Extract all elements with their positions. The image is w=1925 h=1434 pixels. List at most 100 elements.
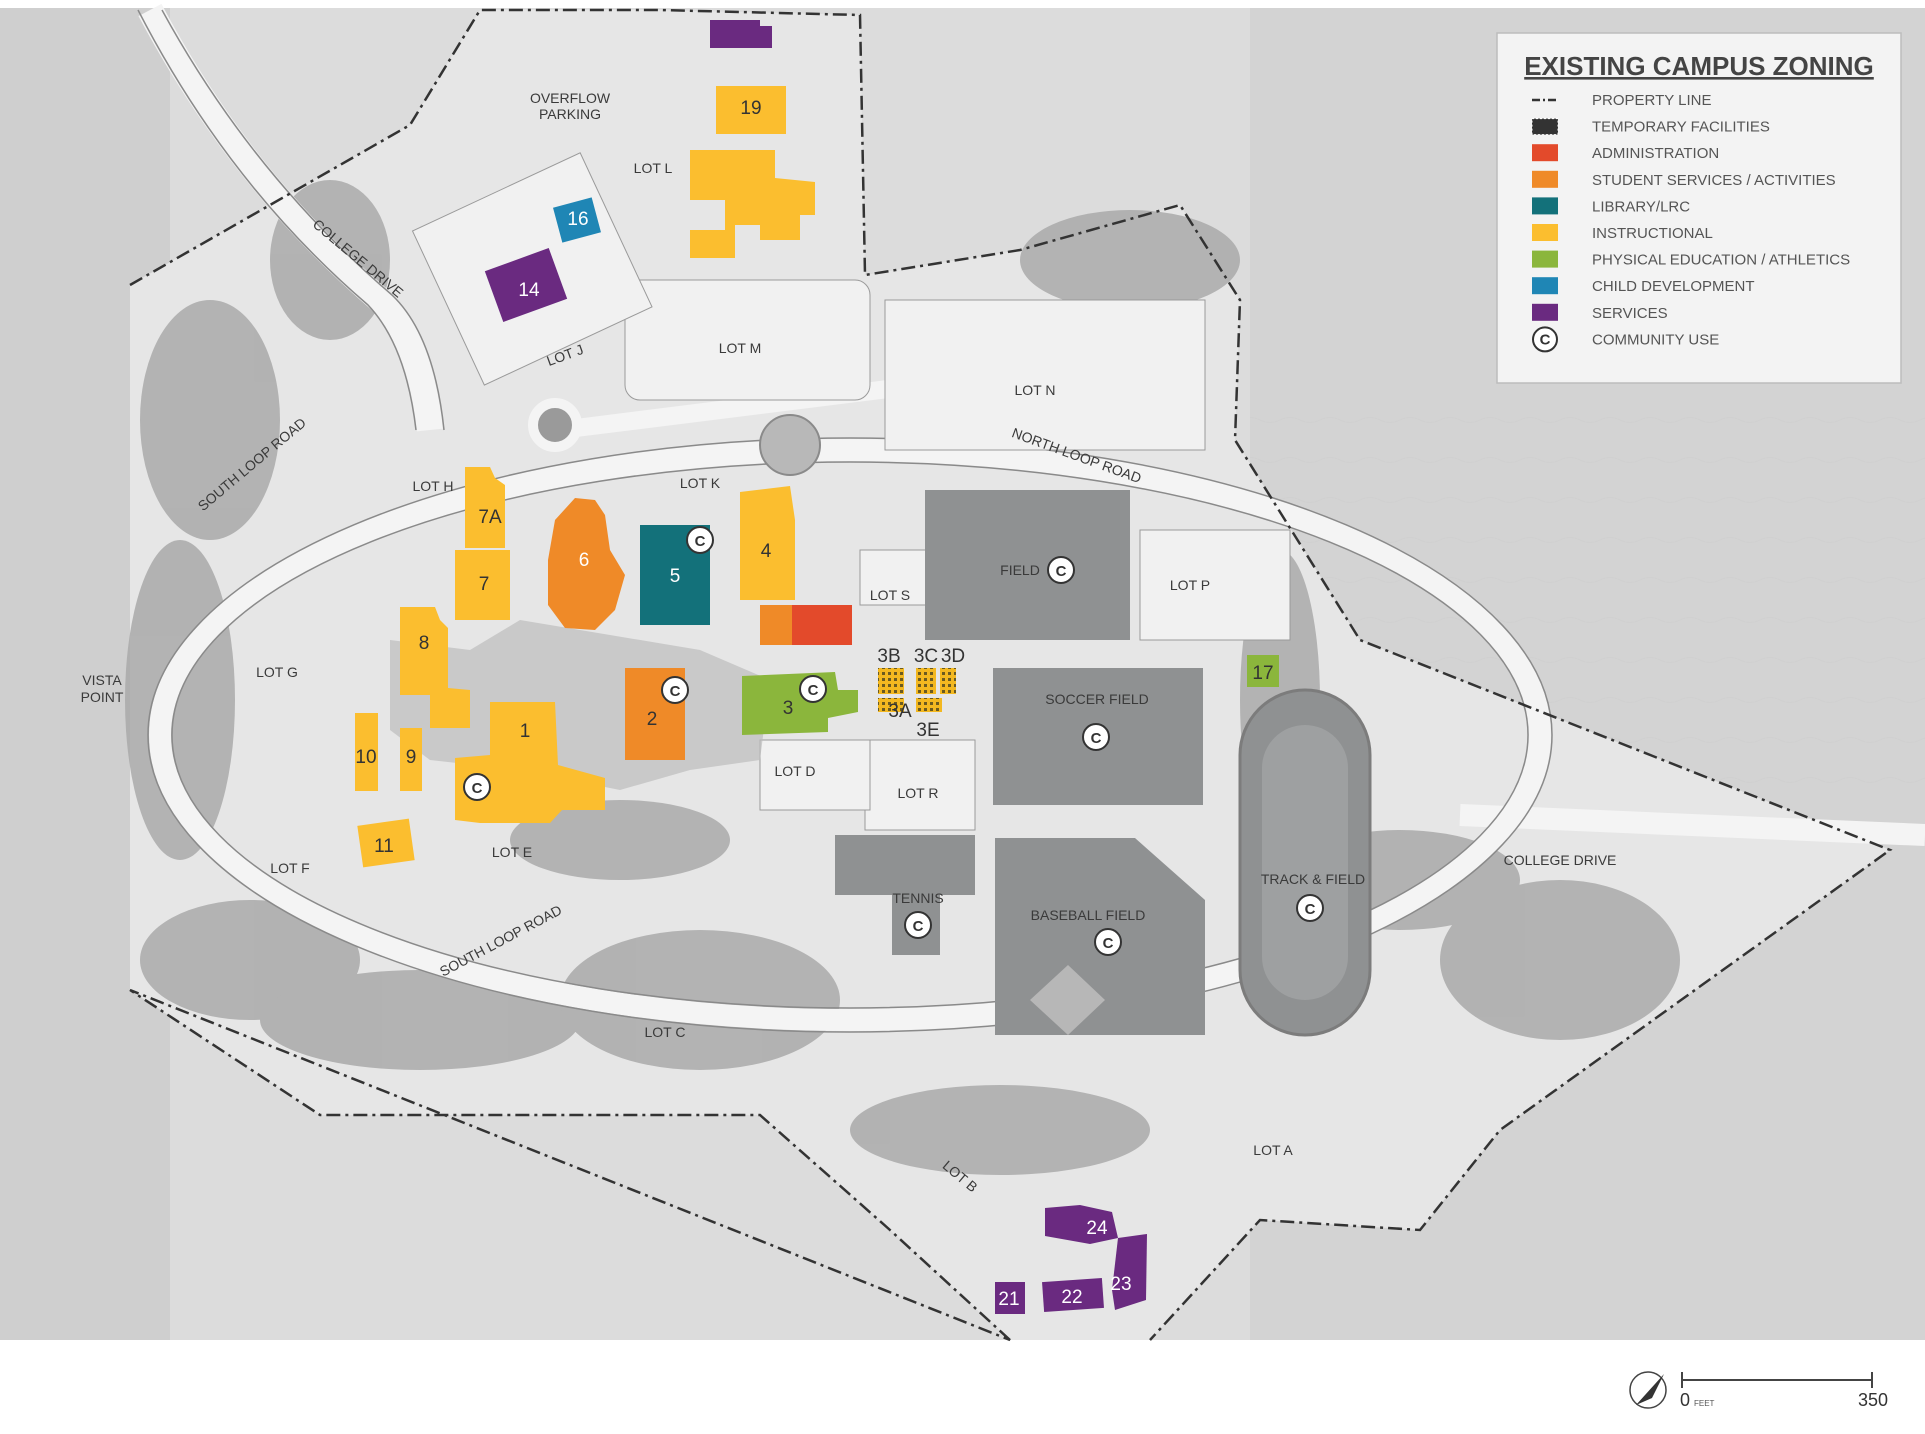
north-arrow-icon	[1629, 1371, 1667, 1409]
road-edges	[137, 9, 1553, 1033]
building-8-label: 8	[419, 633, 430, 654]
building-11[interactable]: 11	[357, 818, 415, 868]
community-use-soccer[interactable]: C	[1082, 723, 1110, 751]
building-17-label: 17	[1252, 663, 1273, 684]
temporary-3c[interactable]	[916, 668, 936, 694]
lot-m-label: LOT M	[719, 340, 762, 356]
building-1[interactable]: 1	[455, 702, 605, 823]
lot-g-label: LOT G	[256, 664, 298, 680]
lot-p-label: LOT P	[1170, 577, 1210, 593]
building-16[interactable]: 16	[553, 197, 601, 243]
vista-point-label-2: POINT	[81, 689, 124, 705]
legend-item-property-line: PROPERTY LINE	[1532, 92, 1712, 109]
legend-item-administration: ADMINISTRATION	[1532, 144, 1719, 162]
legend-symbol-icon	[1532, 197, 1558, 215]
building-23-label: 23	[1110, 1274, 1131, 1295]
building-24[interactable]: 24	[1045, 1205, 1118, 1244]
community-use-tennis[interactable]: C	[904, 911, 932, 939]
building-19-label: 19	[740, 98, 761, 119]
legend-items: PROPERTY LINE TEMPORARY FACILITIES ADMINIS…	[1531, 92, 1850, 353]
temporary-3e-label: 3E	[916, 720, 939, 741]
scale-start-label: 0	[1680, 1390, 1690, 1410]
legend-symbol-icon: C	[1532, 326, 1558, 353]
building-23[interactable]: 23	[1110, 1234, 1147, 1310]
building-21-label: 21	[998, 1289, 1019, 1310]
svg-text:C: C	[1540, 331, 1551, 348]
temporary-3d[interactable]	[940, 668, 956, 694]
community-use-markers: C C C C C C C C C	[463, 526, 1324, 956]
building-11-label: 11	[374, 836, 394, 857]
building-7-label: 7	[479, 574, 490, 595]
community-use-5[interactable]: C	[686, 526, 714, 554]
legend-label: TEMPORARY FACILITIES	[1592, 119, 1770, 136]
community-use-3[interactable]: C	[799, 675, 827, 703]
lot-c-label: LOT C	[645, 1024, 686, 1040]
building-2-label: 2	[647, 709, 658, 730]
property-line	[129, 8, 1893, 1342]
legend-symbol-icon	[1532, 170, 1558, 188]
overflow-parking-label-1: OVERFLOW	[530, 90, 611, 106]
building-6[interactable]: 6	[548, 498, 625, 630]
building-4[interactable]: 4	[740, 486, 795, 600]
building-16-label: 16	[567, 209, 588, 230]
building-10-label: 10	[355, 747, 376, 768]
community-use-soccer-symbol: C	[1091, 730, 1102, 747]
temporary-3b-label: 3B	[877, 646, 900, 667]
legend-label: ADMINISTRATION	[1592, 145, 1719, 162]
community-use-baseball[interactable]: C	[1094, 928, 1122, 956]
building-1-label: 1	[520, 721, 531, 742]
building-2[interactable]: 2	[625, 668, 685, 760]
lot-l-label: LOT L	[634, 160, 673, 176]
legend-background	[1496, 32, 1902, 384]
track-infield	[1262, 725, 1348, 1000]
building-17[interactable]: 17	[1247, 655, 1279, 687]
top-margin	[0, 0, 1925, 8]
community-use-1-symbol: C	[472, 780, 483, 797]
temporary-3b[interactable]	[878, 668, 904, 694]
community-use-track-symbol: C	[1305, 901, 1316, 918]
building-22[interactable]: 22	[1042, 1277, 1104, 1313]
building-9-label: 9	[406, 747, 417, 768]
plaza-circle	[759, 414, 821, 476]
building-10[interactable]: 10	[355, 713, 378, 791]
legend-item-child-development: CHILD DEVELOPMENT	[1532, 277, 1755, 295]
building-19[interactable]: 19	[690, 86, 815, 258]
building-7a-label: 7A	[478, 507, 502, 528]
community-use-baseball-symbol: C	[1103, 935, 1114, 952]
lot-e-label: LOT E	[492, 844, 532, 860]
legend-symbol-icon	[1532, 303, 1558, 321]
baseball-diamond	[1030, 965, 1105, 1035]
building-7[interactable]: 7	[455, 550, 510, 620]
soccer-field-label: SOCCER FIELD	[1045, 691, 1148, 707]
lot-s-label: LOT S	[870, 587, 910, 603]
building-21[interactable]: 21	[995, 1282, 1025, 1314]
building-24-label: 24	[1086, 1218, 1108, 1239]
legend-symbol-icon	[1532, 144, 1558, 162]
building-14-label: 14	[518, 280, 540, 301]
services-building-north	[710, 20, 760, 48]
building-7a[interactable]: 7A	[465, 467, 505, 548]
building-3[interactable]: 3	[742, 672, 858, 735]
overflow-parking-label-2: PARKING	[539, 106, 601, 122]
legend-label: STUDENT SERVICES / ACTIVITIES	[1592, 172, 1836, 189]
vista-point-label-1: VISTA	[82, 672, 122, 688]
scale-bar: 0 FEET 350	[1629, 1371, 1888, 1410]
community-use-1[interactable]: C	[463, 773, 491, 801]
building-8[interactable]: 8	[400, 607, 470, 728]
community-use-field[interactable]: C	[1047, 556, 1075, 584]
building-22-label: 22	[1061, 1287, 1082, 1308]
community-use-field-symbol: C	[1056, 563, 1067, 580]
community-use-track[interactable]: C	[1296, 894, 1324, 922]
legend-item-library-lrc: LIBRARY/LRC	[1532, 197, 1690, 215]
community-use-tennis-symbol: C	[913, 918, 924, 935]
lot-d-label: LOT D	[775, 763, 816, 779]
college-drive-label-east: COLLEGE DRIVE	[1504, 852, 1617, 868]
legend-label: PROPERTY LINE	[1592, 92, 1712, 109]
temporary-3a[interactable]	[878, 698, 904, 712]
building-14[interactable]: 14	[484, 247, 568, 323]
temporary-3e[interactable]	[916, 698, 942, 712]
community-use-2[interactable]: C	[661, 676, 689, 704]
building-9[interactable]: 9	[400, 728, 422, 791]
building-6-label: 6	[579, 550, 590, 571]
